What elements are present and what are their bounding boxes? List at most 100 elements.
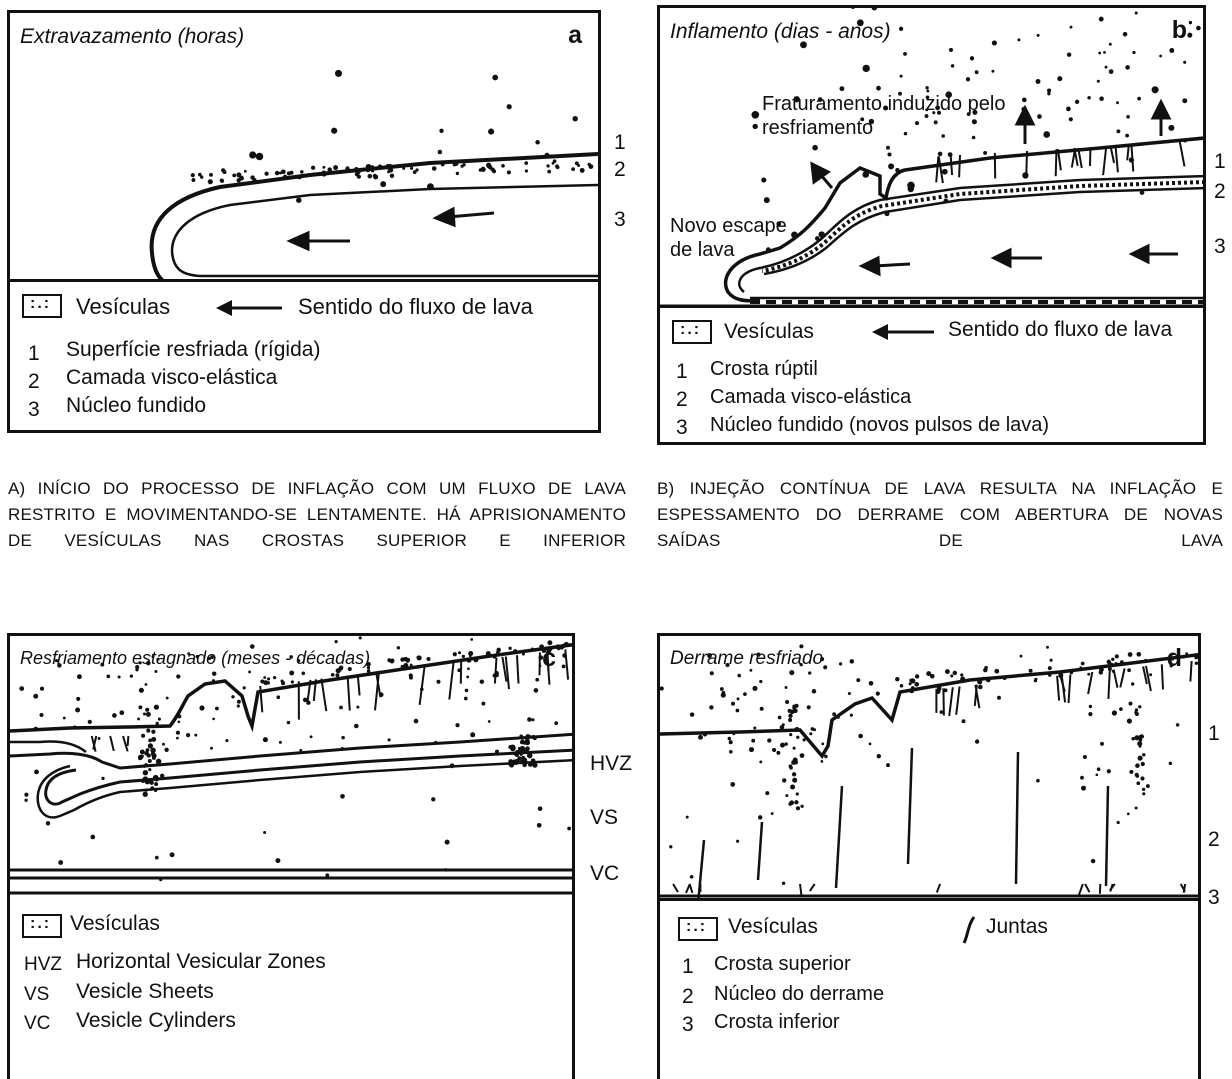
vesicle-dot bbox=[1138, 756, 1143, 761]
vesicle-dot bbox=[1196, 26, 1201, 31]
vesicle-dot bbox=[978, 685, 983, 690]
vesicle-dot bbox=[141, 734, 145, 738]
vesicle-dot bbox=[792, 706, 796, 710]
vesicle-dot bbox=[143, 764, 147, 768]
panel-a-layer-1: 1 bbox=[614, 131, 626, 155]
vesicle-dot bbox=[212, 679, 215, 682]
vesicle-dot bbox=[450, 763, 455, 768]
vesicle-dot bbox=[34, 770, 39, 775]
vesicle-dot bbox=[984, 666, 988, 670]
vesicle-dot bbox=[416, 665, 420, 669]
vesicle-dot bbox=[1168, 125, 1174, 131]
crack-line bbox=[956, 687, 959, 715]
vesicle-dot bbox=[914, 682, 919, 687]
vesicle-dot bbox=[572, 116, 577, 121]
vesicle-dot bbox=[138, 756, 142, 760]
vesicle-dot bbox=[427, 183, 434, 190]
vesicle-dot bbox=[409, 673, 413, 677]
vesicle-dot bbox=[737, 674, 741, 678]
vesicle-dot bbox=[156, 759, 162, 765]
vesicle-dot bbox=[819, 231, 825, 237]
vesicle-dot bbox=[753, 124, 758, 129]
vesicle-dot bbox=[760, 707, 764, 711]
vesicle-dot bbox=[283, 175, 287, 179]
vesicle-dot bbox=[153, 775, 159, 781]
vesicle-dot bbox=[824, 755, 828, 759]
vesicle-dot bbox=[145, 683, 148, 686]
legend-item-num: 1 bbox=[676, 360, 688, 384]
vesicle-dot bbox=[1067, 52, 1071, 56]
vesicle-dot bbox=[1048, 666, 1052, 670]
vesicle-dot bbox=[150, 786, 154, 790]
vesicle-dot bbox=[465, 689, 469, 693]
vesicle-dot bbox=[221, 179, 224, 182]
vesicle-dot bbox=[915, 674, 919, 678]
panel-d-layer-1: 1 bbox=[1208, 722, 1220, 746]
vesicle-dot bbox=[848, 692, 851, 695]
vesicle-dot bbox=[782, 778, 786, 782]
vesicle-dot bbox=[789, 733, 792, 736]
vesicle-dot bbox=[1043, 131, 1050, 138]
vesicle-dot bbox=[722, 691, 726, 695]
vesicle-dot bbox=[1109, 43, 1112, 46]
panel-c-legend: Vesículas HVZ Horizontal Vesicular Zones… bbox=[10, 898, 572, 1079]
vesicle-dot bbox=[850, 659, 855, 664]
vesicle-dot bbox=[800, 805, 803, 808]
vesicle-dot bbox=[869, 743, 872, 746]
vesicle-dot bbox=[812, 689, 817, 694]
vesicle-dot bbox=[877, 754, 881, 758]
vesicle-dot bbox=[488, 165, 492, 169]
vesicle-dot bbox=[63, 717, 66, 720]
vesicle-dot bbox=[1022, 98, 1027, 103]
vesicle-dot bbox=[143, 712, 146, 715]
vesicle-dot bbox=[310, 735, 313, 738]
vesicle-dot bbox=[764, 197, 770, 203]
vesicle-dot bbox=[436, 680, 440, 684]
vesicle-dot bbox=[776, 751, 780, 755]
vesicle-dot bbox=[237, 704, 240, 707]
vesicle-dot bbox=[1125, 134, 1129, 138]
vesicle-dot bbox=[554, 721, 558, 725]
vesicle-dot bbox=[373, 175, 378, 180]
legend-item-label: Crosta inferior bbox=[714, 1011, 840, 1034]
panel-b-annotation-escape: Novo escape de lava bbox=[670, 214, 800, 262]
vesicles-symbol-icon bbox=[678, 917, 718, 941]
legend-item-abbr: HVZ bbox=[24, 954, 62, 976]
legend-item-label: Camada visco-elástica bbox=[66, 366, 277, 390]
vesicle-dot bbox=[470, 638, 473, 641]
vesicle-dot bbox=[148, 759, 152, 763]
crack-line bbox=[937, 884, 940, 893]
vesicle-dot bbox=[736, 840, 739, 843]
crack-line bbox=[686, 884, 690, 893]
vesicle-dot bbox=[515, 761, 518, 764]
panel-b-layer-1: 1 bbox=[1214, 150, 1226, 174]
vesicle-dot bbox=[466, 658, 471, 663]
vesicle-dot bbox=[321, 171, 327, 177]
crack-line bbox=[1056, 149, 1057, 176]
vesicle-dot bbox=[1132, 51, 1135, 54]
legend-item-label: Crosta superior bbox=[714, 953, 851, 976]
vesicle-dot bbox=[837, 716, 840, 719]
legend-item-label: Crosta rúptil bbox=[710, 358, 818, 381]
vesicle-dot bbox=[992, 40, 997, 45]
vesicle-dot bbox=[176, 737, 179, 740]
vesicle-dot bbox=[296, 197, 301, 202]
vesicle-dot bbox=[387, 658, 391, 662]
vesicle-dot bbox=[1137, 741, 1142, 746]
vesicle-dot bbox=[359, 636, 362, 639]
vesicle-dot bbox=[58, 860, 63, 865]
vesicle-dot bbox=[788, 718, 792, 722]
vesicle-dot bbox=[1099, 667, 1104, 672]
crack-line bbox=[673, 884, 678, 892]
crack-line bbox=[800, 884, 801, 895]
panel-a-title: Extravazamento (horas) bbox=[20, 25, 244, 49]
vesicle-dot bbox=[469, 654, 472, 657]
vesicle-dot bbox=[886, 146, 890, 150]
vesicle-dot bbox=[1138, 705, 1141, 708]
vesicle-dot bbox=[802, 738, 805, 741]
vesicle-dot bbox=[186, 733, 190, 737]
vesicle-dot bbox=[98, 737, 101, 740]
vesicle-dot bbox=[943, 199, 948, 204]
joint-symbol-icon bbox=[960, 915, 980, 945]
vesicle-dot bbox=[106, 675, 110, 679]
